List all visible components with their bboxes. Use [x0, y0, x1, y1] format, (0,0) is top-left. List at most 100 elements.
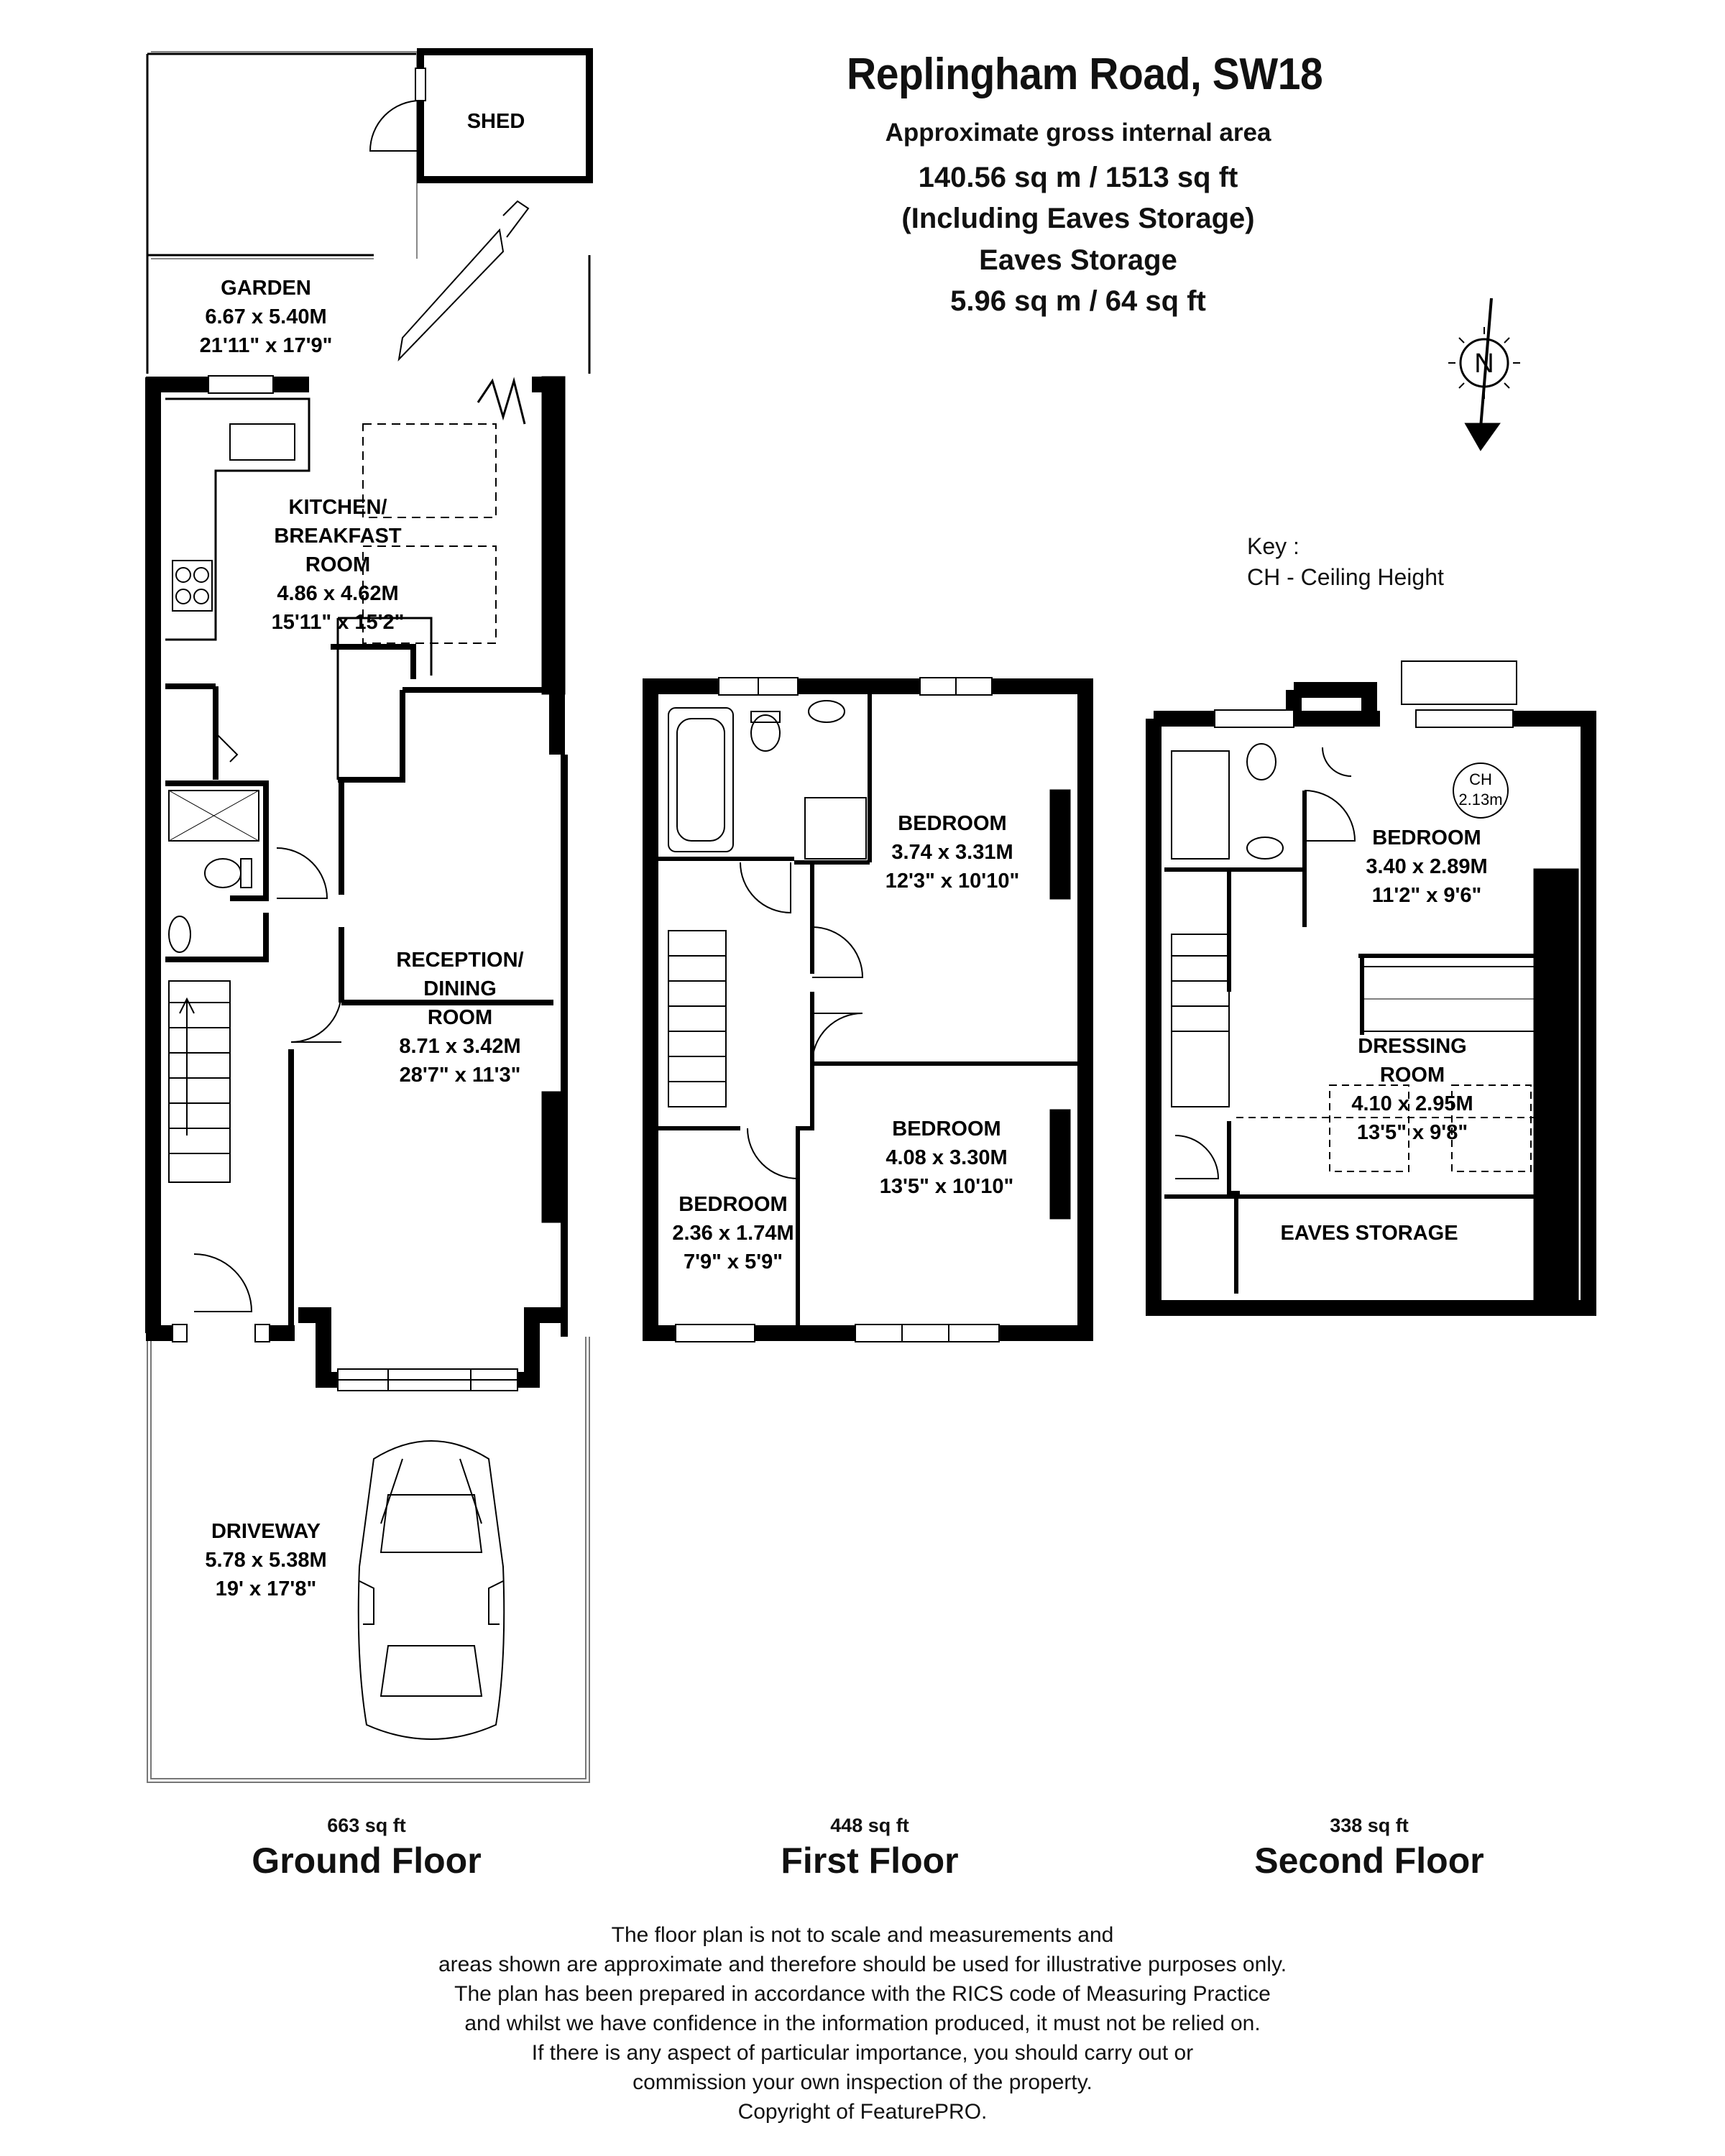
sf-bedroom-name: BEDROOM — [1372, 826, 1481, 849]
gf-rooflight-1 — [362, 423, 497, 518]
ff-door-bath — [740, 862, 791, 914]
disclaimer-line: The plan has been prepared in accordance… — [454, 1982, 1271, 2006]
driveway-name: DRIVEWAY — [211, 1520, 321, 1543]
gf-sink — [229, 423, 295, 461]
ff-bedroom-rear-name: BEDROOM — [898, 812, 1006, 835]
gf-door-reception — [290, 991, 342, 1043]
ff-basin — [808, 700, 845, 723]
reception-name-3: ROOM — [428, 1006, 492, 1029]
sf-bedroom-metric: 3.40 x 2.89M — [1366, 855, 1487, 878]
property-title: Replingham Road, SW18 — [847, 50, 1323, 99]
ff-bedroom-small-imperial: 7'9" x 5'9" — [684, 1250, 783, 1273]
garden-boundary-gray — [151, 51, 418, 259]
ground-floor-plan — [145, 48, 593, 1783]
first-floor-sqft: 448 sq ft — [830, 1815, 909, 1836]
ff-bedroom-small-name: BEDROOM — [678, 1193, 787, 1216]
gf-partition — [338, 690, 405, 783]
gf-island — [336, 617, 433, 780]
shed — [417, 48, 593, 183]
sf-basin — [1246, 837, 1284, 860]
shed-label: SHED — [467, 110, 525, 133]
sf-window-rear — [1214, 709, 1294, 728]
sf-rooflight-2 — [1451, 1084, 1532, 1172]
ff-landing-wall — [658, 1064, 814, 1326]
sf-dressing-imperial: 13'5" x 9'8" — [1357, 1121, 1468, 1144]
sf-stair-wall — [1227, 870, 1240, 1195]
gf-hall-wall — [288, 780, 553, 1337]
total-area: 140.56 sq m / 1513 sq ft — [918, 162, 1238, 193]
garden-path — [397, 228, 505, 362]
garden-metric: 6.67 x 5.40M — [205, 305, 326, 328]
sf-stairs — [1171, 934, 1230, 1107]
disclaimer-line: The floor plan is not to scale and measu… — [611, 1923, 1114, 1947]
sf-rooflight-1 — [1329, 1084, 1409, 1172]
driveway-metric: 5.78 x 5.38M — [205, 1549, 326, 1572]
kitchen-name-2: BREAKFAST — [274, 525, 402, 548]
sf-window-rear-2 — [1415, 709, 1514, 728]
ground-floor-sqft: 663 sq ft — [327, 1815, 406, 1836]
shed-door — [369, 100, 421, 152]
ff-bedroom-rear-imperial: 12'3" x 10'10" — [886, 870, 1019, 893]
sf-dormer — [1294, 682, 1377, 719]
key-title: Key : — [1247, 533, 1300, 559]
sf-outer-walls — [1146, 690, 1596, 1316]
sf-bed-wall — [1358, 954, 1535, 1035]
kitchen-name-3: ROOM — [305, 553, 370, 576]
gf-bifold-doors — [477, 377, 526, 425]
garden-path-2 — [502, 200, 530, 238]
gf-kitchen-wall — [165, 683, 218, 780]
disclaimer-line: If there is any aspect of particular imp… — [531, 2041, 1194, 2065]
gf-counter-top — [165, 397, 310, 641]
sf-door-bath — [1304, 790, 1356, 842]
compass-icon — [1448, 298, 1520, 451]
ground-floor-name: Ground Floor — [252, 1841, 482, 1881]
ff-window-front-small — [675, 1324, 755, 1342]
sf-window-dormer — [1401, 660, 1517, 705]
disclaimer-line: areas shown are approximate and therefor… — [438, 1953, 1287, 1976]
ff-door-bed-small — [747, 1128, 799, 1180]
gf-stairs — [168, 980, 231, 1183]
second-floor-name: Second Floor — [1254, 1841, 1484, 1881]
ff-shower — [804, 797, 867, 860]
first-floor-plan — [643, 677, 1093, 1342]
gf-door-front — [193, 1253, 253, 1312]
sf-door-bed — [1322, 747, 1352, 777]
ff-bedroom-front-metric: 4.08 x 3.30M — [886, 1146, 1007, 1169]
garden-imperial: 21'11" x 17'9" — [200, 334, 333, 357]
second-floor-plan — [1146, 660, 1596, 1316]
gf-door-utility — [215, 732, 239, 763]
gf-wc — [204, 858, 242, 888]
eaves-label: Eaves Storage — [979, 244, 1177, 276]
ff-wc — [750, 714, 781, 752]
ff-bath-wall — [658, 694, 872, 862]
total-note: (Including Eaves Storage) — [901, 203, 1255, 234]
gf-window-porch — [172, 1324, 188, 1342]
disclaimer-line: and whilst we have confidence in the inf… — [464, 2012, 1261, 2035]
ff-bedroom-front-name: BEDROOM — [892, 1118, 1000, 1141]
gf-door-hall — [276, 847, 328, 899]
driveway-boundary — [147, 1337, 590, 1783]
sf-dressing-wall — [1164, 1194, 1535, 1294]
kitchen-imperial: 15'11" x 15'2" — [272, 611, 405, 634]
ff-bath — [668, 707, 734, 852]
area-label: Approximate gross internal area — [885, 119, 1271, 147]
ff-bedroom-front-imperial: 13'5" x 10'10" — [880, 1175, 1013, 1198]
sf-wc — [1246, 743, 1276, 780]
ff-door-bed-rear — [811, 926, 864, 978]
room-labels: SHED GARDEN 6.67 x 5.40M 21'11" x 17'9" … — [200, 110, 1503, 1600]
kitchen-name-1: KITCHEN/ — [289, 496, 387, 519]
eaves-area: 5.96 sq m / 64 sq ft — [950, 285, 1206, 317]
ff-chimney-rear — [1049, 789, 1071, 900]
sf-eaves-black — [1533, 868, 1579, 1302]
ff-window-front — [855, 1324, 1000, 1342]
garden-boundary — [146, 52, 591, 374]
car-icon — [357, 1440, 505, 1740]
gf-utility-wall — [165, 780, 269, 901]
compass-label: N — [1474, 349, 1494, 379]
sf-shower — [1171, 750, 1230, 860]
second-floor-sqft: 338 sq ft — [1330, 1815, 1409, 1836]
gf-window-rear — [208, 375, 274, 394]
gf-wc-wall — [165, 913, 269, 962]
sf-dressing-name-2: ROOM — [1380, 1064, 1445, 1087]
reception-name-2: DINING — [423, 977, 497, 1000]
